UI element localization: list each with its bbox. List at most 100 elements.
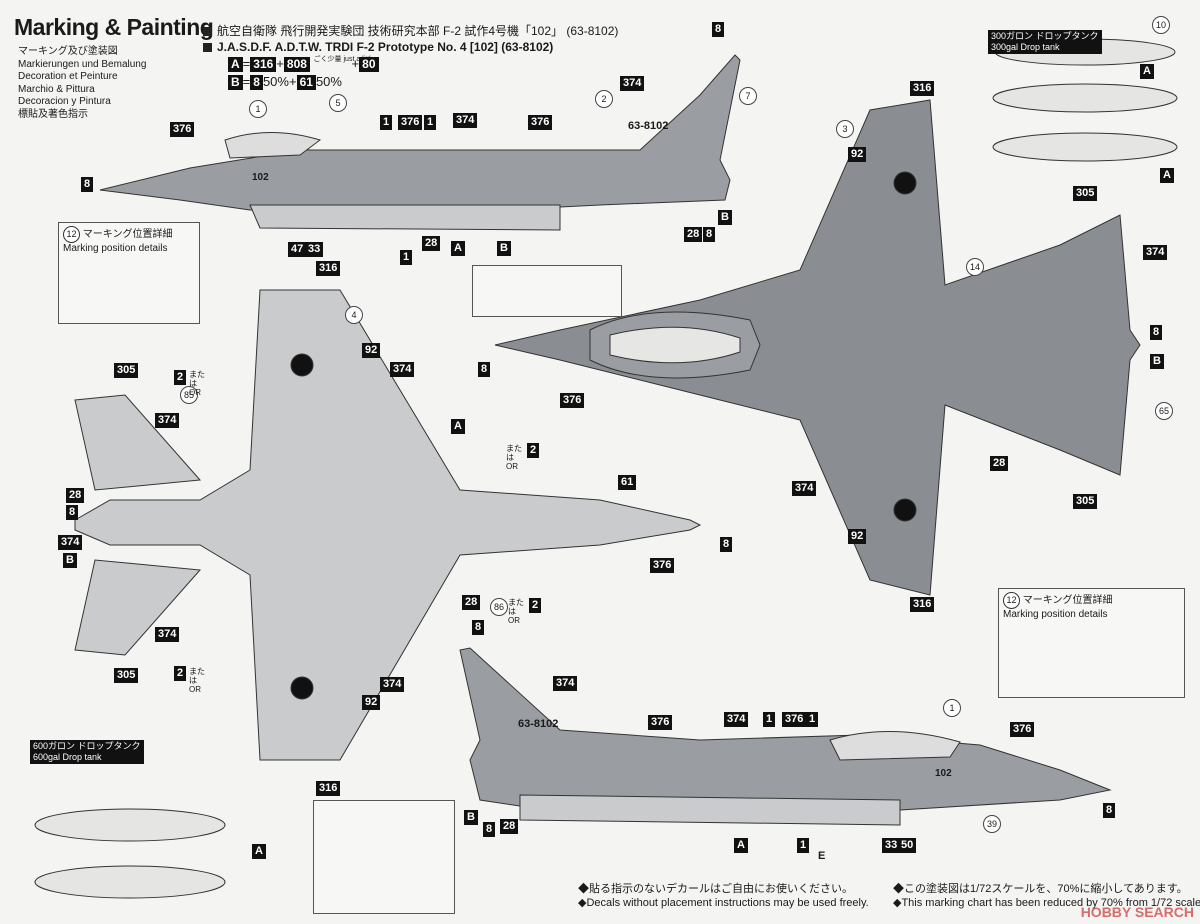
language-de: Markierungen und Bemalung [18,58,147,70]
part-number-circle: 86 [490,598,508,616]
callout-1: 1 [763,712,776,727]
callout-374: 374 [620,76,645,91]
callout-B: B [464,810,478,825]
language-list: マーキング及び塗装図 Markierungen und Bemalung Dec… [18,46,146,121]
part-number-circle: 10 [1152,16,1170,34]
top-view [494,99,1141,596]
callout-374: 374 [390,362,415,377]
callout-376: 376 [648,715,673,730]
part-number-circle: 39 [983,815,1001,833]
part-number-circle: 3 [836,120,854,138]
footnote-right-jp: ◆この塗装図は1/72スケールを、70%に縮小してあります。 [893,883,1188,895]
callout-B: B [497,241,511,256]
nose-number-upper: 102 [252,172,269,183]
callout-33: 33 [882,838,901,853]
or-note: または OR [508,598,524,625]
callout-61: 61 [618,475,637,490]
watermark-logo: HOBBY SEARCH [1080,904,1194,920]
language-es: Decoracion y Pintura [18,96,111,107]
callout-8: 8 [472,620,485,635]
callout-92: 92 [362,343,381,358]
callout-8: 8 [703,227,716,242]
part-number-circle: 14 [966,258,984,276]
callout-8: 8 [720,537,733,552]
callout-1: 1 [400,250,413,265]
callout-374: 374 [453,113,478,128]
callout-316: 316 [316,781,341,796]
callout-50: 50 [898,838,917,853]
callout-376: 376 [170,122,195,137]
part-number-circle: 65 [1155,402,1173,420]
callout-1: 1 [424,115,437,130]
callout-305: 305 [1073,494,1098,509]
side-view-lower [459,647,1112,826]
callout-28: 28 [684,227,703,242]
callout-1: 1 [806,712,819,727]
callout-A: A [734,838,748,853]
callout-2: 2 [174,666,187,681]
nose-number-lower: 102 [935,768,952,779]
callout-374: 374 [553,676,578,691]
callout-8: 8 [66,505,79,520]
callout-A: A [252,844,266,859]
callout-316: 316 [910,81,935,96]
callout-374: 374 [792,481,817,496]
callout-28: 28 [422,236,441,251]
callout-8: 8 [1103,803,1116,818]
language-it: Marchio & Pittura [18,83,95,95]
callout-2: 2 [529,598,542,613]
part-number-circle: 85 [180,386,198,404]
language-jp: マーキング及び塗装図 [18,46,118,57]
part-number-circle: 7 [739,87,757,105]
callout-28: 28 [500,819,519,834]
callout-316: 316 [910,597,935,612]
callout-376: 376 [1010,722,1035,737]
callout-376: 376 [782,712,807,727]
footnote-left-jp: ◆貼る指示のないデカールはご自由にお使いください。 [578,883,853,895]
callout-A: A [1140,64,1154,79]
tail-code-lower: 63-8102 [518,718,559,730]
part-number-circle: 2 [595,90,613,108]
callout-8: 8 [483,822,496,837]
callout-92: 92 [362,695,381,710]
callout-376: 376 [528,115,553,130]
callout-2: 2 [527,443,540,458]
header-line-jp: 航空自衛隊 飛行開発実験団 技術研究本部 F-2 試作4号機「102」 (63-… [203,22,618,39]
detail-frame-small-bottom [313,800,455,914]
callout-374: 374 [724,712,749,727]
callout-374: 374 [1143,245,1168,260]
or-note: または OR [189,370,205,397]
side-view-upper [99,54,741,231]
callout-376: 376 [560,393,585,408]
callout-376: 376 [398,115,423,130]
callout-1: 1 [380,115,393,130]
callout-A: A [451,419,465,434]
callout-8: 8 [478,362,491,377]
callout-8: 8 [712,22,725,37]
callout-47: 47 [288,242,307,257]
callout-316: 316 [316,261,341,276]
language-fr: Decoration et Peinture [18,71,118,82]
callout-2: 2 [174,370,187,385]
callout-28: 28 [990,456,1009,471]
or-note: または OR [506,444,522,471]
header-line-en: J.A.S.D.F. A.D.T.W. TRDI F-2 Prototype N… [203,40,553,54]
callout-8: 8 [81,177,94,192]
bottom-view [74,289,702,761]
callout-A: A [451,241,465,256]
language-cn: 標貼及著色指示 [18,108,88,120]
callout-305: 305 [1073,186,1098,201]
page-title: Marking & Painting [14,14,214,40]
callout-374: 374 [155,627,180,642]
callout-92: 92 [848,147,867,162]
part-number-circle: 1 [249,100,267,118]
or-note: または OR [189,667,205,694]
callout-374: 374 [380,677,405,692]
formula-a: A=316+808 ごく少量 just a little+80 [228,56,379,72]
callout-374: 374 [58,535,83,550]
